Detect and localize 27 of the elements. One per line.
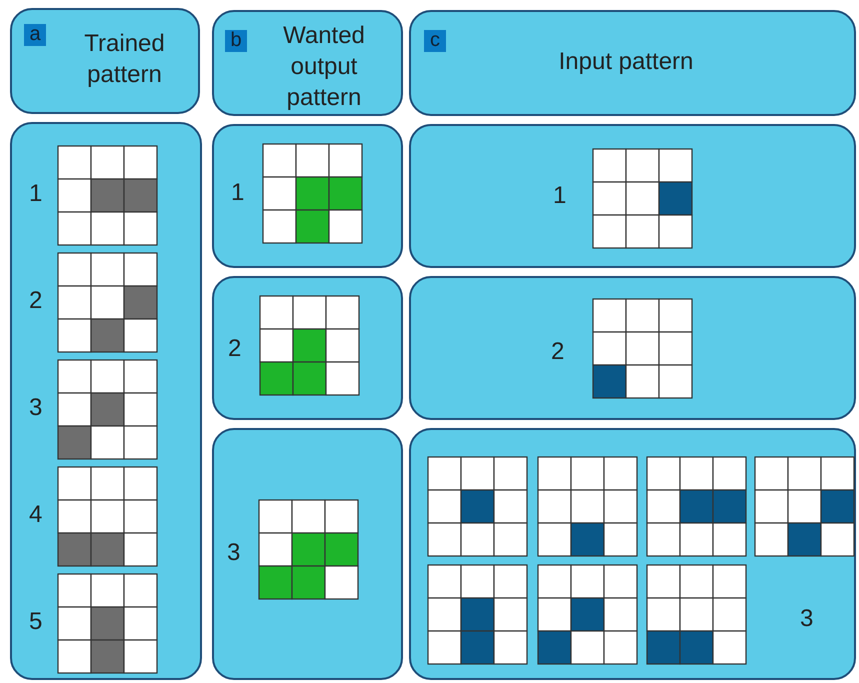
pattern-number: 5 bbox=[29, 608, 42, 636]
panel-letter: a bbox=[24, 24, 46, 46]
pattern-panel bbox=[10, 122, 202, 680]
header-panel bbox=[409, 10, 856, 116]
pattern-number: 4 bbox=[29, 501, 42, 529]
panel-heading: Input pattern bbox=[558, 47, 694, 77]
panel-letter: b bbox=[225, 30, 247, 52]
pattern-panel bbox=[212, 124, 403, 268]
panel-heading: Wanted output pattern bbox=[282, 21, 366, 113]
pattern-number: 3 bbox=[800, 605, 814, 633]
panel-heading: Trained pattern bbox=[83, 29, 166, 90]
pattern-panel bbox=[409, 276, 856, 420]
pattern-number: 1 bbox=[231, 179, 244, 207]
pattern-number: 2 bbox=[29, 287, 42, 315]
pattern-panel bbox=[409, 124, 856, 268]
header-panel bbox=[212, 10, 403, 116]
panel-letter: c bbox=[424, 30, 446, 52]
pattern-number: 2 bbox=[228, 335, 242, 363]
pattern-number: 2 bbox=[551, 338, 564, 366]
pattern-number: 3 bbox=[227, 539, 240, 567]
pattern-number: 1 bbox=[553, 182, 566, 210]
pattern-number: 3 bbox=[29, 394, 42, 422]
pattern-panel bbox=[212, 276, 403, 420]
header-panel bbox=[10, 8, 200, 114]
pattern-panel bbox=[212, 428, 403, 680]
pattern-panel bbox=[409, 428, 856, 680]
pattern-number: 1 bbox=[29, 180, 42, 208]
